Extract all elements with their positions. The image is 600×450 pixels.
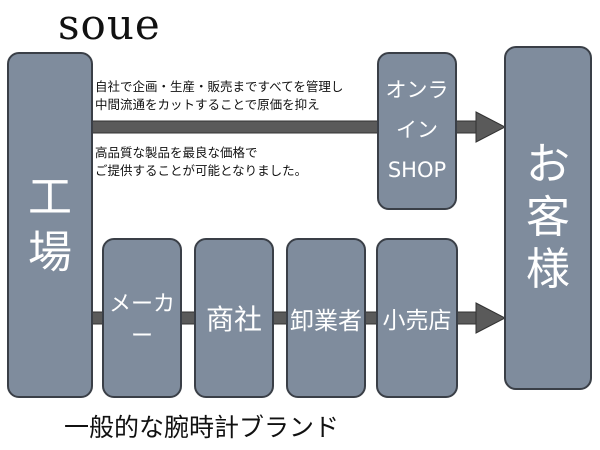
- customer-label-3: 様: [526, 244, 570, 296]
- wholesaler-box: 卸業者: [286, 238, 366, 398]
- factory-label-1: 工: [28, 172, 72, 223]
- direct-route-note-bottom: 高品質な製品を最良な価格で ご提供することが可能となりました。: [95, 144, 307, 180]
- note-bottom-line-1: 高品質な製品を最良な価格で: [95, 145, 258, 160]
- factory-box: 工 場: [7, 52, 93, 398]
- customer-label-1: お: [526, 138, 570, 190]
- customer-box: お 客 様: [504, 46, 592, 390]
- factory-label-2: 場: [28, 227, 72, 278]
- online-shop-label-2: SHOP: [387, 157, 447, 182]
- brand-logo: soue: [58, 0, 161, 49]
- online-shop-label-1: オンライン: [385, 78, 449, 143]
- maker-box: メーカー: [102, 238, 182, 398]
- wholesaler-label: 卸業者: [290, 306, 362, 335]
- note-bottom-line-2: ご提供することが可能となりました。: [95, 163, 308, 179]
- trading-company-box: 商社: [194, 238, 274, 398]
- conventional-route-caption: 一般的な腕時計ブランド: [64, 413, 340, 442]
- note-top-line-1: 自社で企画・生産・販売まですべてを管理し: [95, 79, 344, 94]
- direct-route-note-top: 自社で企画・生産・販売まですべてを管理し 中間流通をカットすることで原価を抑え: [95, 78, 343, 114]
- maker-label: メーカー: [108, 292, 175, 349]
- customer-label-2: 客: [526, 191, 570, 243]
- retailer-label: 小売店: [382, 308, 452, 334]
- retailer-box: 小売店: [376, 238, 458, 398]
- online-shop-box: オンライン SHOP: [377, 52, 457, 210]
- trading-company-label: 商社: [205, 303, 262, 336]
- note-top-line-2: 中間流通をカットすることで原価を抑え: [95, 97, 320, 113]
